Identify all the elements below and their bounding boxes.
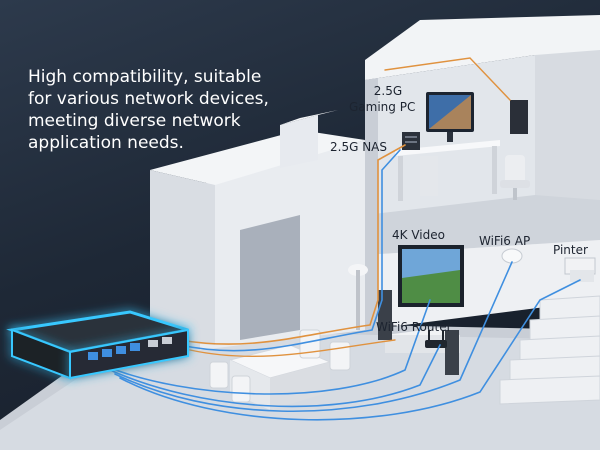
doorway bbox=[240, 215, 300, 340]
label-gaming-pc: Gaming PC bbox=[349, 100, 416, 114]
network-cables bbox=[104, 57, 581, 421]
label-4k-video: 4K Video bbox=[392, 228, 445, 242]
label-wifi-ap: WiFi6 AP bbox=[479, 234, 531, 248]
tv-icon bbox=[398, 245, 464, 307]
upper-floor bbox=[365, 195, 600, 255]
stairs bbox=[499, 295, 600, 405]
monitor-icon bbox=[426, 92, 474, 142]
printer-icon bbox=[564, 257, 596, 282]
headline-text: High compatibility, suitable for various… bbox=[28, 67, 269, 153]
gaming-pc-tower bbox=[510, 100, 528, 134]
tv-cabinet bbox=[385, 335, 460, 353]
roof-box bbox=[280, 115, 318, 168]
label-nas: 2.5G NAS bbox=[330, 140, 387, 154]
network-switch-icon bbox=[6, 310, 189, 380]
nas-icon bbox=[402, 132, 420, 150]
gaming-chair bbox=[500, 155, 530, 200]
upper-roof bbox=[365, 15, 600, 80]
floor-lamp bbox=[348, 264, 368, 330]
speaker-right bbox=[445, 330, 459, 375]
label-printer: Pinter bbox=[553, 243, 588, 257]
desk-top bbox=[395, 140, 500, 156]
label-gaming-pc-speed: 2.5G bbox=[373, 84, 403, 98]
router-icon bbox=[425, 330, 447, 348]
label-router: WiFi6 Router bbox=[376, 320, 452, 334]
access-point-icon bbox=[501, 248, 523, 264]
